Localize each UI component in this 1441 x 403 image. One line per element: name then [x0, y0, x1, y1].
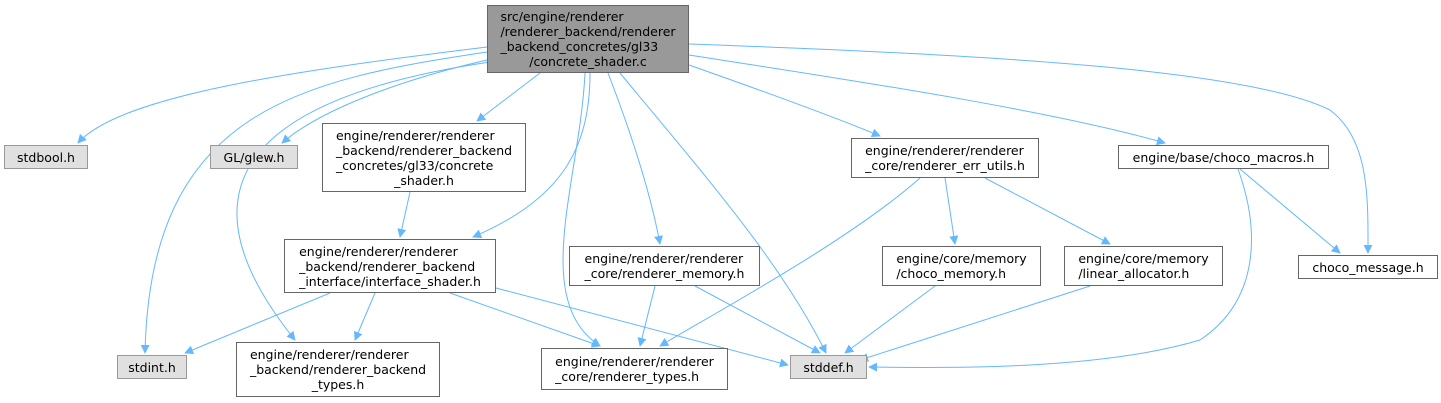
- node-label-line: choco_message.h: [1312, 259, 1424, 275]
- node-label-line: /choco_memory.h: [896, 266, 1007, 281]
- edge-err-utils-linear-allocator: [984, 177, 1111, 245]
- edge-root-renderer-memory: [607, 72, 663, 245]
- edge-root-stdint: [140, 51, 488, 354]
- node-renderer-err-utils-h[interactable]: engine/renderer/renderer_core/renderer_e…: [851, 138, 1039, 178]
- node-label-line: /renderer_backend/renderer: [500, 24, 676, 39]
- edge-choco-macros-stddef: [868, 168, 1252, 372]
- node-interface-shader-h[interactable]: engine/renderer/renderer_backend/rendere…: [284, 239, 496, 293]
- node-label-line: _concretes/gl33/concrete: [335, 157, 494, 173]
- node-label-line: src/engine/renderer: [500, 9, 624, 24]
- node-root-concrete-shader-c[interactable]: src/engine/renderer/renderer_backend/ren…: [487, 5, 689, 73]
- node-glew-h[interactable]: GL/glew.h: [210, 145, 298, 169]
- node-renderer-backend-types-h[interactable]: engine/renderer/renderer_backend/rendere…: [236, 342, 440, 397]
- node-label-line: engine/core/memory: [896, 251, 1027, 266]
- node-label-line: engine/renderer/renderer: [299, 243, 458, 259]
- node-label-line: _backend/renderer_backend: [299, 258, 476, 274]
- edge-root-stddef: [619, 72, 827, 354]
- edge-root-concrete-shader-h: [476, 72, 541, 122]
- edge-interface-shader-stdint: [184, 292, 331, 355]
- edge-renderer-memory-renderer-types: [637, 285, 656, 347]
- edge-root-choco-message: [688, 43, 1373, 254]
- node-label-line: _core/renderer_err_utils.h: [865, 158, 1025, 173]
- edge-interface-shader-backend-types: [354, 292, 376, 341]
- edge-err-utils-choco-memory: [944, 177, 959, 245]
- node-label-line: stdbool.h: [17, 149, 75, 165]
- edge-root-err-utils: [688, 64, 881, 138]
- node-label-line: GL/glew.h: [223, 149, 285, 165]
- node-label-line: /linear_allocator.h: [1078, 266, 1190, 281]
- node-choco-message-h[interactable]: choco_message.h: [1298, 255, 1438, 279]
- node-choco-macros-h[interactable]: engine/base/choco_macros.h: [1118, 145, 1329, 169]
- node-concrete-shader-h[interactable]: engine/renderer/renderer_backend/rendere…: [322, 123, 526, 192]
- node-label-line: engine/core/memory: [1078, 251, 1209, 266]
- node-label-line: _core/renderer_memory.h: [584, 266, 745, 281]
- node-label-line: /concrete_shader.c: [529, 54, 647, 69]
- edge-concrete-shader-h-interface-shader: [397, 191, 411, 238]
- node-label-line: _types.h: [311, 377, 365, 392]
- node-label-line: engine/renderer/renderer: [865, 143, 1024, 158]
- node-label-line: stddef.h: [803, 359, 854, 375]
- node-label-line: engine/base/choco_macros.h: [1132, 149, 1315, 165]
- node-label-line: _shader.h: [394, 172, 454, 188]
- node-label-line: engine/renderer/renderer: [249, 347, 409, 362]
- node-choco-memory-h[interactable]: engine/core/memory/choco_memory.h: [882, 246, 1041, 286]
- node-stdint-h[interactable]: stdint.h: [117, 355, 187, 379]
- edge-choco-macros-choco-message: [1239, 168, 1341, 254]
- node-label-line: _backend/renderer_backend: [335, 142, 513, 158]
- node-renderer-memory-h[interactable]: engine/renderer/renderer_core/renderer_m…: [569, 246, 760, 286]
- node-linear-allocator-h[interactable]: engine/core/memory/linear_allocator.h: [1064, 246, 1223, 286]
- edge-root-choco-macros: [688, 54, 1166, 146]
- node-label-line: engine/renderer/renderer: [555, 354, 714, 369]
- node-label-line: engine/renderer/renderer: [584, 251, 744, 266]
- edge-root-interface-shader: [472, 72, 591, 238]
- edge-linear-allocator-stddef: [859, 285, 1091, 362]
- node-label-line: _backend/renderer_backend: [249, 362, 427, 377]
- node-label-line: stdint.h: [128, 359, 176, 375]
- node-label-line: _core/renderer_types.h: [555, 369, 700, 384]
- edge-renderer-memory-stddef: [694, 285, 821, 354]
- edge-err-utils-renderer-types: [659, 177, 921, 347]
- edge-interface-shader-renderer-types: [449, 292, 601, 348]
- node-stdbool-h[interactable]: stdbool.h: [4, 145, 88, 169]
- edge-root-renderer-types: [562, 72, 601, 347]
- edge-root-stdbool: [77, 46, 488, 144]
- node-label-line: engine/renderer/renderer: [335, 127, 495, 143]
- edge-choco-memory-stddef: [844, 285, 936, 354]
- node-stddef-h[interactable]: stddef.h: [790, 355, 867, 379]
- edge-interface-shader-stddef: [495, 287, 789, 368]
- node-label-line: _interface/interface_shader.h: [299, 273, 481, 289]
- edge-root-backend-types: [236, 61, 491, 341]
- node-renderer-types-h[interactable]: engine/renderer/renderer_core/renderer_t…: [541, 348, 728, 390]
- node-label-line: _backend_concretes/gl33: [500, 39, 659, 54]
